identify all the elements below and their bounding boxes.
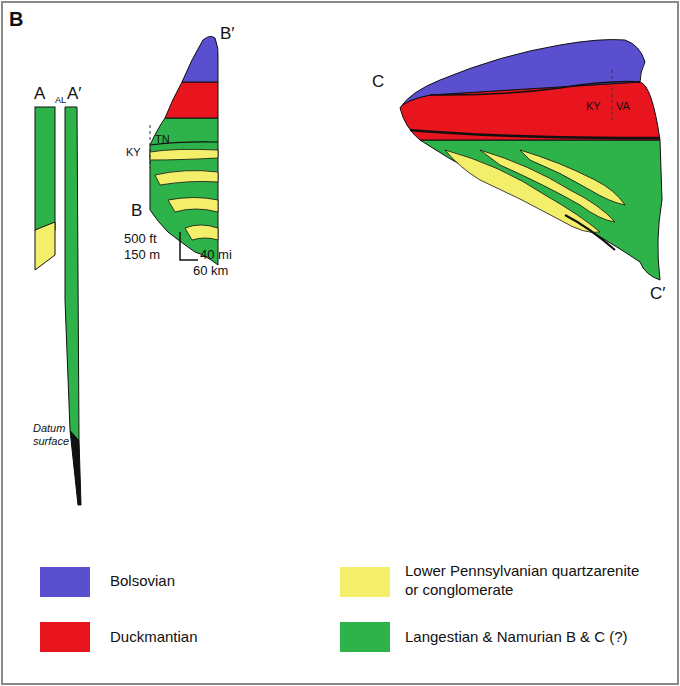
section-label: 150 m: [124, 248, 160, 263]
section-label: C: [372, 72, 384, 92]
legend-text: Lower Pennsylvanian quartzarenite or con…: [405, 562, 645, 600]
section-label: VA: [616, 100, 630, 113]
section-label: B: [131, 201, 142, 221]
panel-letter: B: [9, 8, 23, 31]
section-label: 500 ft: [124, 232, 157, 247]
section-label: C′: [650, 284, 665, 304]
section-label: Datum surface: [33, 422, 93, 447]
section-label: 40 mi: [200, 248, 232, 263]
section-label: TN: [155, 133, 170, 146]
section-label: B′: [220, 24, 235, 44]
section-label: A: [34, 84, 45, 104]
section-label: KY: [586, 100, 601, 113]
legend-text: Langestian & Namurian B & C (?): [405, 628, 665, 647]
legend-swatch: [340, 567, 390, 597]
section-label: 60 km: [193, 264, 228, 279]
section-label: KY: [126, 146, 141, 159]
legend-text: Bolsovian: [110, 572, 310, 591]
legend-swatch: [40, 567, 90, 597]
legend-text: Duckmantian: [110, 628, 310, 647]
section-label: AL: [55, 95, 66, 105]
section-label: A′: [67, 84, 82, 104]
legend-swatch: [40, 622, 90, 652]
legend-swatch: [340, 622, 390, 652]
